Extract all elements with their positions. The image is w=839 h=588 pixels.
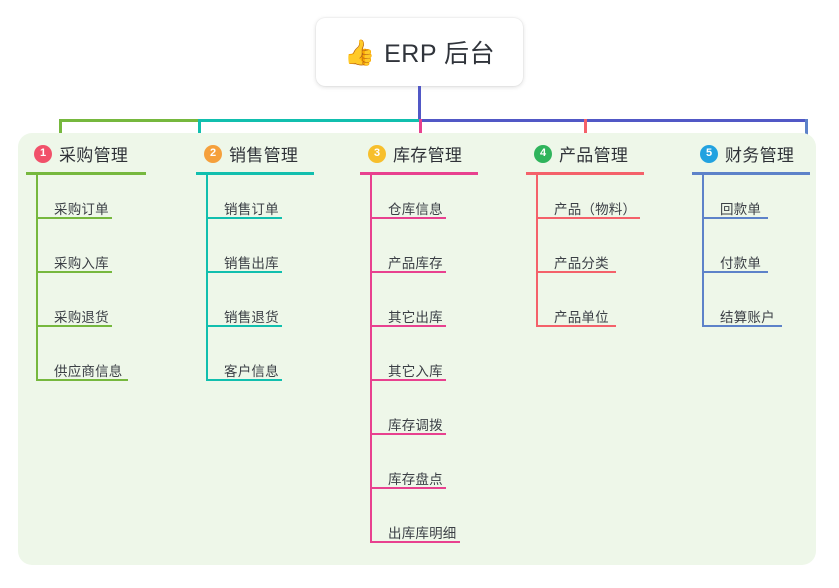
branch-spine <box>536 172 538 325</box>
thumbs-up-icon: 👍 <box>343 38 376 67</box>
category-number-badge: 4 <box>534 144 552 163</box>
leaf-item-label[interactable]: 其它入库 <box>388 364 443 379</box>
leaf-item-underline <box>702 325 782 327</box>
leaf-item-underline <box>206 271 282 273</box>
leaf-item-underline <box>36 217 112 219</box>
connector-segment-2 <box>198 119 422 122</box>
category-column-3: 3 库存管理仓库信息产品库存其它出库其它入库库存调拨库存盘点出库库明细 <box>360 133 518 565</box>
category-number-badge: 2 <box>204 144 222 163</box>
category-column-4: 4 产品管理产品（物料） 产品分类产品单位 <box>526 133 684 565</box>
category-column-2: 2 销售管理销售订单销售出库销售退货客户信息 <box>196 133 354 565</box>
category-column-1: 1 采购管理采购订单采购入库采购退货供应商信息 <box>26 133 186 565</box>
leaf-item-label[interactable]: 其它出库 <box>388 310 443 325</box>
category-number-badge: 1 <box>34 144 52 163</box>
branch-spine <box>370 172 372 541</box>
category-header-2[interactable]: 2 销售管理 <box>204 141 298 166</box>
connector-segment-1 <box>59 119 201 122</box>
leaf-item-underline <box>370 217 446 219</box>
branch-spine <box>36 172 38 379</box>
leaf-item-underline <box>206 325 282 327</box>
leaf-item-underline <box>206 379 282 381</box>
leaf-item-underline <box>536 271 616 273</box>
category-title: 产品管理 <box>559 146 629 165</box>
leaf-item-label[interactable]: 付款单 <box>720 256 762 271</box>
leaf-item-label[interactable]: 仓库信息 <box>388 202 443 217</box>
branch-spine <box>702 172 704 325</box>
leaf-item-label[interactable]: 库存盘点 <box>388 472 443 487</box>
leaf-item-label[interactable]: 销售订单 <box>224 202 279 217</box>
leaf-item-underline <box>36 379 128 381</box>
leaf-item-label[interactable]: 产品库存 <box>388 256 443 271</box>
leaf-item-underline <box>536 217 640 219</box>
leaf-item-underline <box>206 217 282 219</box>
category-title: 销售管理 <box>229 146 299 165</box>
leaf-item-label[interactable]: 客户信息 <box>224 364 279 379</box>
leaf-item-label[interactable]: 采购入库 <box>54 256 109 271</box>
category-underline <box>526 172 644 175</box>
leaf-item-label[interactable]: 结算账户 <box>720 310 775 325</box>
leaf-item-label[interactable]: 出库库明细 <box>388 526 457 541</box>
leaf-item-label[interactable]: 销售退货 <box>224 310 279 325</box>
branch-spine <box>206 172 208 379</box>
leaf-item-label[interactable]: 库存调拨 <box>388 418 443 433</box>
category-underline <box>196 172 314 175</box>
leaf-item-label[interactable]: 产品单位 <box>554 310 609 325</box>
category-underline <box>360 172 478 175</box>
root-node-title: ERP 后台 <box>384 40 496 68</box>
category-header-1[interactable]: 1 采购管理 <box>34 141 128 166</box>
leaf-item-underline <box>370 379 446 381</box>
category-underline <box>26 172 146 175</box>
leaf-item-label[interactable]: 回款单 <box>720 202 762 217</box>
leaf-item-label[interactable]: 销售出库 <box>224 256 279 271</box>
leaf-item-underline <box>36 271 112 273</box>
connector-segment-3 <box>419 119 808 122</box>
category-header-3[interactable]: 3 库存管理 <box>368 141 462 166</box>
category-number-badge: 3 <box>368 144 386 163</box>
leaf-item-label[interactable]: 产品分类 <box>554 256 609 271</box>
leaf-item-underline <box>370 541 460 543</box>
leaf-item-underline <box>536 325 616 327</box>
leaf-item-underline <box>370 271 446 273</box>
category-header-5[interactable]: 5 财务管理 <box>700 141 794 166</box>
trunk-line <box>418 86 421 122</box>
leaf-item-label[interactable]: 供应商信息 <box>54 364 123 379</box>
category-column-5: 5 财务管理回款单付款单结算账户 <box>692 133 839 565</box>
category-number-badge: 5 <box>700 144 718 163</box>
leaf-item-label[interactable]: 产品（物料） <box>554 202 637 217</box>
category-header-4[interactable]: 4 产品管理 <box>534 141 628 166</box>
root-node-card[interactable]: 👍 ERP 后台 <box>316 18 523 86</box>
category-title: 库存管理 <box>393 146 463 165</box>
category-underline <box>692 172 810 175</box>
leaf-item-underline <box>702 217 768 219</box>
leaf-item-label[interactable]: 采购订单 <box>54 202 109 217</box>
category-title: 采购管理 <box>59 146 129 165</box>
leaf-item-underline <box>370 325 446 327</box>
leaf-item-label[interactable]: 采购退货 <box>54 310 109 325</box>
leaf-item-underline <box>370 433 446 435</box>
leaf-item-underline <box>370 487 446 489</box>
categories-panel: 1 采购管理采购订单采购入库采购退货供应商信息 2 销售管理销售订单销售出库销售退货客… <box>18 133 816 565</box>
leaf-item-underline <box>36 325 112 327</box>
category-title: 财务管理 <box>725 146 795 165</box>
leaf-item-underline <box>702 271 768 273</box>
